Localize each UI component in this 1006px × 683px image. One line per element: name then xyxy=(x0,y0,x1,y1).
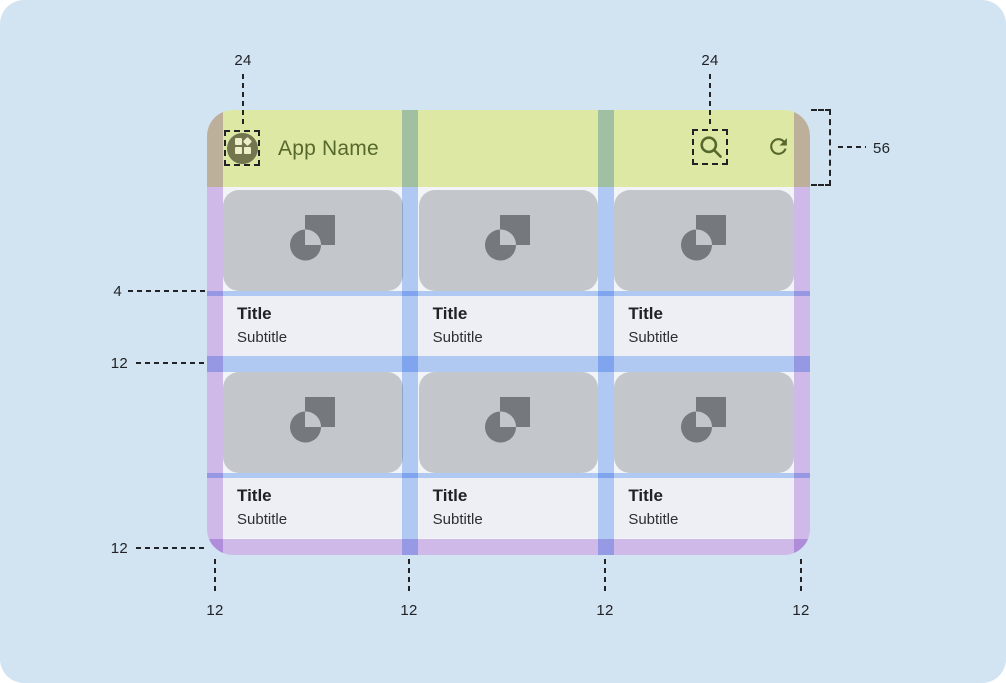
card-media xyxy=(418,190,599,291)
card-title: Title xyxy=(432,486,468,505)
card-title: Title xyxy=(628,486,663,505)
margin-overlay-bottom xyxy=(207,539,810,555)
dimension-leader-line xyxy=(136,362,206,364)
dimension-leader-line xyxy=(604,559,606,591)
search-icon xyxy=(697,133,724,165)
image-placeholder-icon xyxy=(289,215,336,266)
dimension-label-gutter-2: 12 xyxy=(596,602,614,619)
card[interactable]: Title Subtitle xyxy=(223,190,403,356)
dimension-label-icon-right: 24 xyxy=(701,52,719,69)
card-grid: Title Subtitle Title Subtitle xyxy=(223,190,794,538)
dimension-leader-line xyxy=(800,559,802,591)
card[interactable]: Title Subtitle xyxy=(223,372,403,538)
dimension-leader-line xyxy=(838,146,866,148)
image-placeholder-icon xyxy=(485,397,531,448)
search-button[interactable] xyxy=(696,134,725,163)
card-title: Title xyxy=(237,486,272,505)
card-title: Title xyxy=(432,304,468,323)
card[interactable]: Title Subtitle xyxy=(614,190,794,356)
image-placeholder-icon xyxy=(289,397,336,448)
image-placeholder-icon xyxy=(681,215,727,266)
dimension-leader-line xyxy=(242,74,244,127)
card-media xyxy=(223,190,403,291)
card-subtitle: Subtitle xyxy=(432,511,483,529)
dimension-label-bottom-margin: 12 xyxy=(110,540,128,557)
app-window: App Name xyxy=(207,110,810,555)
card[interactable]: Title Subtitle xyxy=(418,372,599,538)
image-placeholder-icon xyxy=(485,215,531,266)
image-placeholder-icon xyxy=(681,397,727,448)
card-subtitle: Subtitle xyxy=(628,329,679,347)
dimension-leader-line xyxy=(408,559,410,591)
card-media xyxy=(614,190,794,291)
refresh-icon xyxy=(766,134,791,164)
card-text: Title Subtitle xyxy=(418,478,599,538)
dimension-leader-line xyxy=(214,559,216,591)
card-text: Title Subtitle xyxy=(418,296,599,356)
card-text: Title Subtitle xyxy=(223,478,403,538)
card-subtitle: Subtitle xyxy=(237,511,288,529)
card-text: Title Subtitle xyxy=(223,296,403,356)
measure-box-search-icon xyxy=(692,129,728,165)
card[interactable]: Title Subtitle xyxy=(418,190,599,356)
dimension-label-left-margin: 12 xyxy=(206,602,224,619)
dimension-label-row-gutter: 12 xyxy=(110,355,128,372)
dimension-label-image-text-gap: 4 xyxy=(113,283,122,300)
dimension-label-right-margin: 12 xyxy=(792,602,810,619)
dimension-leader-line xyxy=(136,547,206,549)
dimension-label-appbar-height: 56 xyxy=(873,140,891,157)
dimension-label-icon-left: 24 xyxy=(234,52,252,69)
dashboard-grid-icon xyxy=(234,137,252,160)
dimension-leader-line xyxy=(128,290,206,292)
card-text: Title Subtitle xyxy=(614,478,794,538)
dimension-leader-line xyxy=(709,74,711,127)
card[interactable]: Title Subtitle xyxy=(614,372,794,538)
refresh-button[interactable] xyxy=(764,134,793,163)
measure-box-app-icon xyxy=(224,130,260,166)
app-title: App Name xyxy=(278,136,379,160)
card-subtitle: Subtitle xyxy=(432,329,483,347)
card-title: Title xyxy=(237,304,272,323)
card-subtitle: Subtitle xyxy=(237,329,288,347)
card-media xyxy=(223,372,403,473)
dimension-label-gutter-1: 12 xyxy=(400,602,418,619)
measure-bracket-appbar-height xyxy=(811,109,831,186)
card-title: Title xyxy=(628,304,663,323)
app-logo-button[interactable] xyxy=(227,133,258,164)
card-text: Title Subtitle xyxy=(614,296,794,356)
card-media xyxy=(614,372,794,473)
card-media xyxy=(418,372,599,473)
card-subtitle: Subtitle xyxy=(628,511,679,529)
